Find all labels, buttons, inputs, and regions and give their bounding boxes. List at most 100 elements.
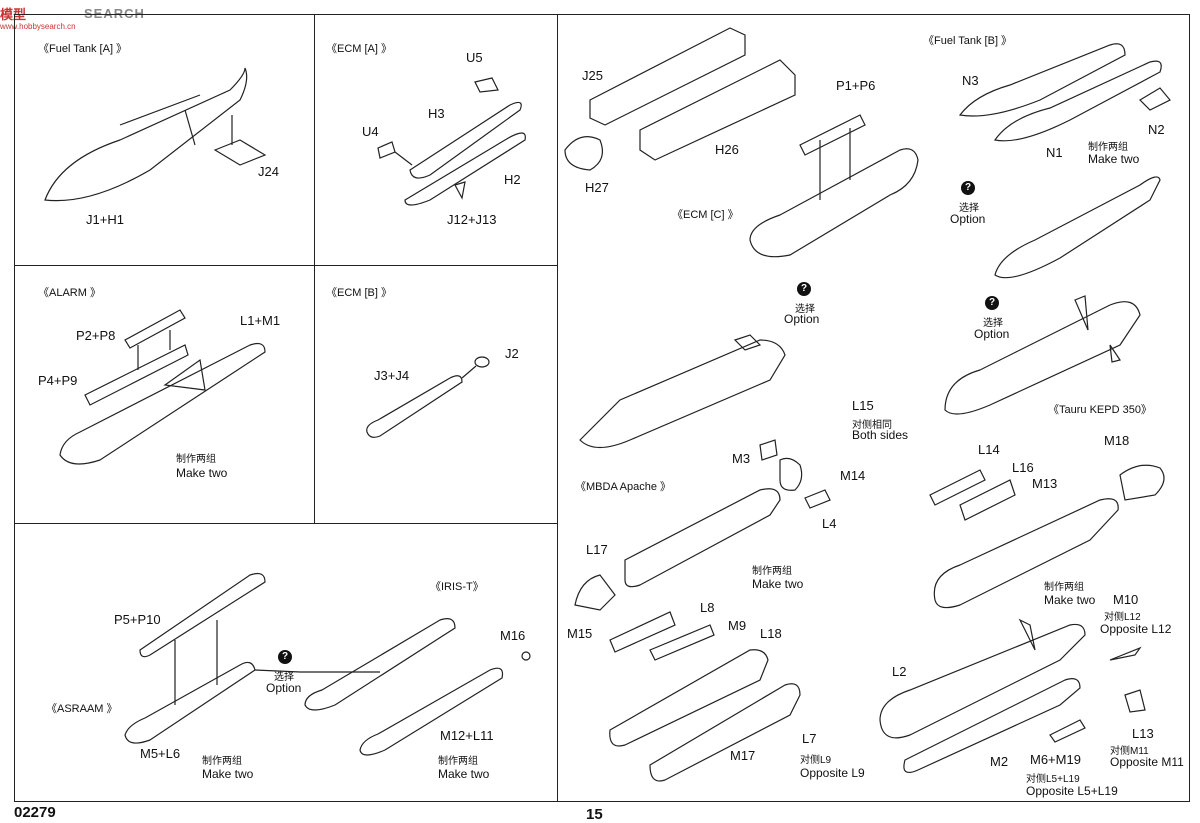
part-n2: N2 [1148,122,1165,137]
note-both-sides-cn: 对侧相同 [852,420,892,431]
note-make-two-en-tauru: Make two [1044,593,1096,607]
part-m16: M16 [500,628,526,643]
part-m17: M17 [730,748,756,763]
note-option-cn-asraam: 选择 [274,672,294,683]
watermark-site: www.hobbysearch.cn [0,22,76,31]
ecm-a-drawing [377,77,526,206]
part-u5: U5 [466,50,483,65]
part-m13: M13 [1032,476,1058,491]
part-p1p6: P1+P6 [836,78,876,93]
part-j24: J24 [258,164,279,179]
note-make-two-cn-fuel-b: 制作两组 [1088,142,1128,153]
note-opp-m11-en: Opposite M11 [1110,755,1184,769]
note-make-two-en-fuel-b: Make two [1088,152,1140,166]
note-option-en-fuel-b: Option [950,212,986,226]
footer-code: 02279 [14,804,56,821]
note-opp-l5l19-en: Opposite L5+L19 [1026,784,1118,798]
part-j2: J2 [505,346,519,361]
note-make-two-cn-tauru: 制作两组 [1044,582,1084,593]
footer-page: 15 [586,806,603,823]
part-p4p9: P4+P9 [38,373,78,388]
part-m12l11: M12+L11 [440,728,494,743]
part-m18: M18 [1104,433,1130,448]
ecm-c-drawing [564,27,919,258]
note-option-en-ecm-c: Option [784,312,820,326]
panel-right [557,14,1190,802]
part-l4: L4 [822,516,837,531]
apache-upper-drawing [579,334,786,449]
part-n3: N3 [962,73,979,88]
part-m15: M15 [567,626,593,641]
note-make-two-en-asraam: Make two [202,767,254,781]
part-m9: M9 [728,618,747,633]
part-m2: M2 [990,754,1009,769]
part-l18: L18 [760,626,782,641]
part-j3j4: J3+J4 [374,368,410,383]
note-option-en-tauru: Option [974,327,1010,341]
note-opp-l12-en: Opposite L12 [1100,622,1172,636]
part-j1h1: J1+H1 [86,212,124,227]
option-icon-tauru: ? [985,296,999,310]
watermark-name: SEARCH [84,6,145,21]
part-l13: L13 [1132,726,1154,741]
section-asraam: 《ASRAAM 》 [46,703,118,715]
fuel-tank-a-drawing [44,67,267,202]
note-option-cn-ecm-c: 选择 [795,304,815,315]
part-l14: L14 [978,442,1000,457]
note-opp-l9-cn: 对侧L9 [800,755,832,766]
note-opp-l12-cn: 对侧L12 [1104,612,1141,623]
part-m14: M14 [840,468,866,483]
part-l16: L16 [1012,460,1034,475]
part-n1: N1 [1046,145,1063,160]
part-p5p10: P5+P10 [114,612,161,627]
part-h26: H26 [715,142,739,157]
option-icon-fuel-b: ? [961,181,975,195]
note-both-sides-en: Both sides [852,428,909,442]
note-opp-m11-cn: 对侧M11 [1110,746,1149,757]
section-tauru: 《Tauru KEPD 350》 [1048,404,1152,416]
option-icon-ecm-c: ? [797,282,811,296]
section-fuel-tank-b: 《Fuel Tank [B] 》 [923,35,1013,47]
section-ecm-b: 《ECM [B] 》 [326,287,393,299]
section-alarm: 《ALARM 》 [38,287,101,299]
part-l17: L17 [586,542,608,557]
fuel-tank-b-drawing [958,43,1171,279]
note-option-cn-tauru: 选择 [983,318,1003,329]
part-m3: M3 [732,451,751,466]
apache-lower-drawing [574,439,831,782]
note-make-two-cn-asraam: 制作两组 [202,756,242,767]
note-make-two-en-mbda: Make two [752,577,804,591]
part-m5l6: M5+L6 [140,746,181,761]
tauru-lower-drawing [879,464,1165,773]
note-make-two-cn-iris: 制作两组 [438,756,478,767]
ecm-b-drawing [366,356,490,438]
part-m10: M10 [1113,592,1139,607]
part-l7: L7 [802,731,817,746]
asraam-iris-drawing [124,572,531,756]
note-make-two-en-alarm: Make two [176,466,228,480]
note-make-two-cn-alarm: 制作两组 [176,454,216,465]
note-option-cn-fuel-b: 选择 [959,203,979,214]
watermark-brand: 模型 [0,7,27,22]
part-h2: H2 [504,172,521,187]
note-opp-l9-en: Opposite L9 [800,766,865,780]
section-iris-t: 《IRIS-T》 [430,581,484,593]
tauru-drawing [944,295,1141,415]
part-m6m19: M6+M19 [1030,752,1081,767]
note-make-two-en-iris: Make two [438,767,490,781]
part-u4: U4 [362,124,379,139]
note-opp-l5l19-cn: 对侧L5+L19 [1026,774,1080,785]
part-l8: L8 [700,600,715,615]
part-h3: H3 [428,106,445,121]
part-h27: H27 [585,180,609,195]
section-fuel-tank-a: 《Fuel Tank [A] 》 [38,43,128,55]
part-j12j13: J12+J13 [447,212,497,227]
part-l2: L2 [892,664,907,679]
section-ecm-c: 《ECM [C] 》 [672,209,739,221]
part-l15: L15 [852,398,874,413]
section-mbda: 《MBDA Apache 》 [575,481,671,493]
alarm-drawing [59,309,266,465]
note-option-en-asraam: Option [266,681,302,695]
option-icon-asraam: ? [278,650,292,664]
